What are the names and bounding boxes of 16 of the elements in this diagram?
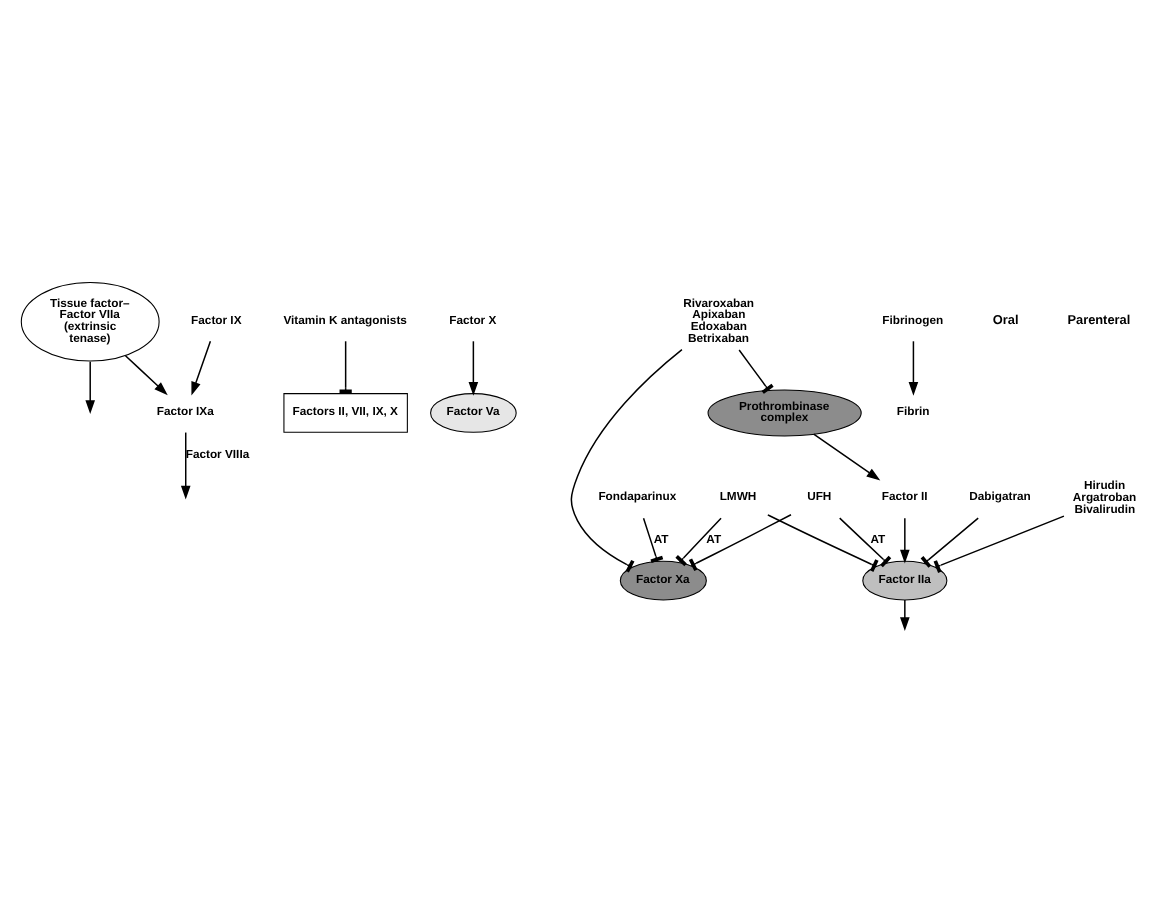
connector xyxy=(738,349,774,394)
arrow xyxy=(812,433,881,481)
connector xyxy=(642,517,664,563)
connector xyxy=(767,514,879,572)
connector xyxy=(570,348,683,573)
arrow xyxy=(900,599,910,632)
arrow xyxy=(908,340,919,396)
arrow xyxy=(468,340,479,396)
connector xyxy=(920,517,979,568)
connector xyxy=(838,517,892,568)
arrow xyxy=(180,431,191,500)
arrow xyxy=(85,360,95,415)
arrow xyxy=(900,517,910,564)
arrow xyxy=(124,355,168,396)
arrow xyxy=(191,340,212,396)
connector xyxy=(933,515,1065,573)
